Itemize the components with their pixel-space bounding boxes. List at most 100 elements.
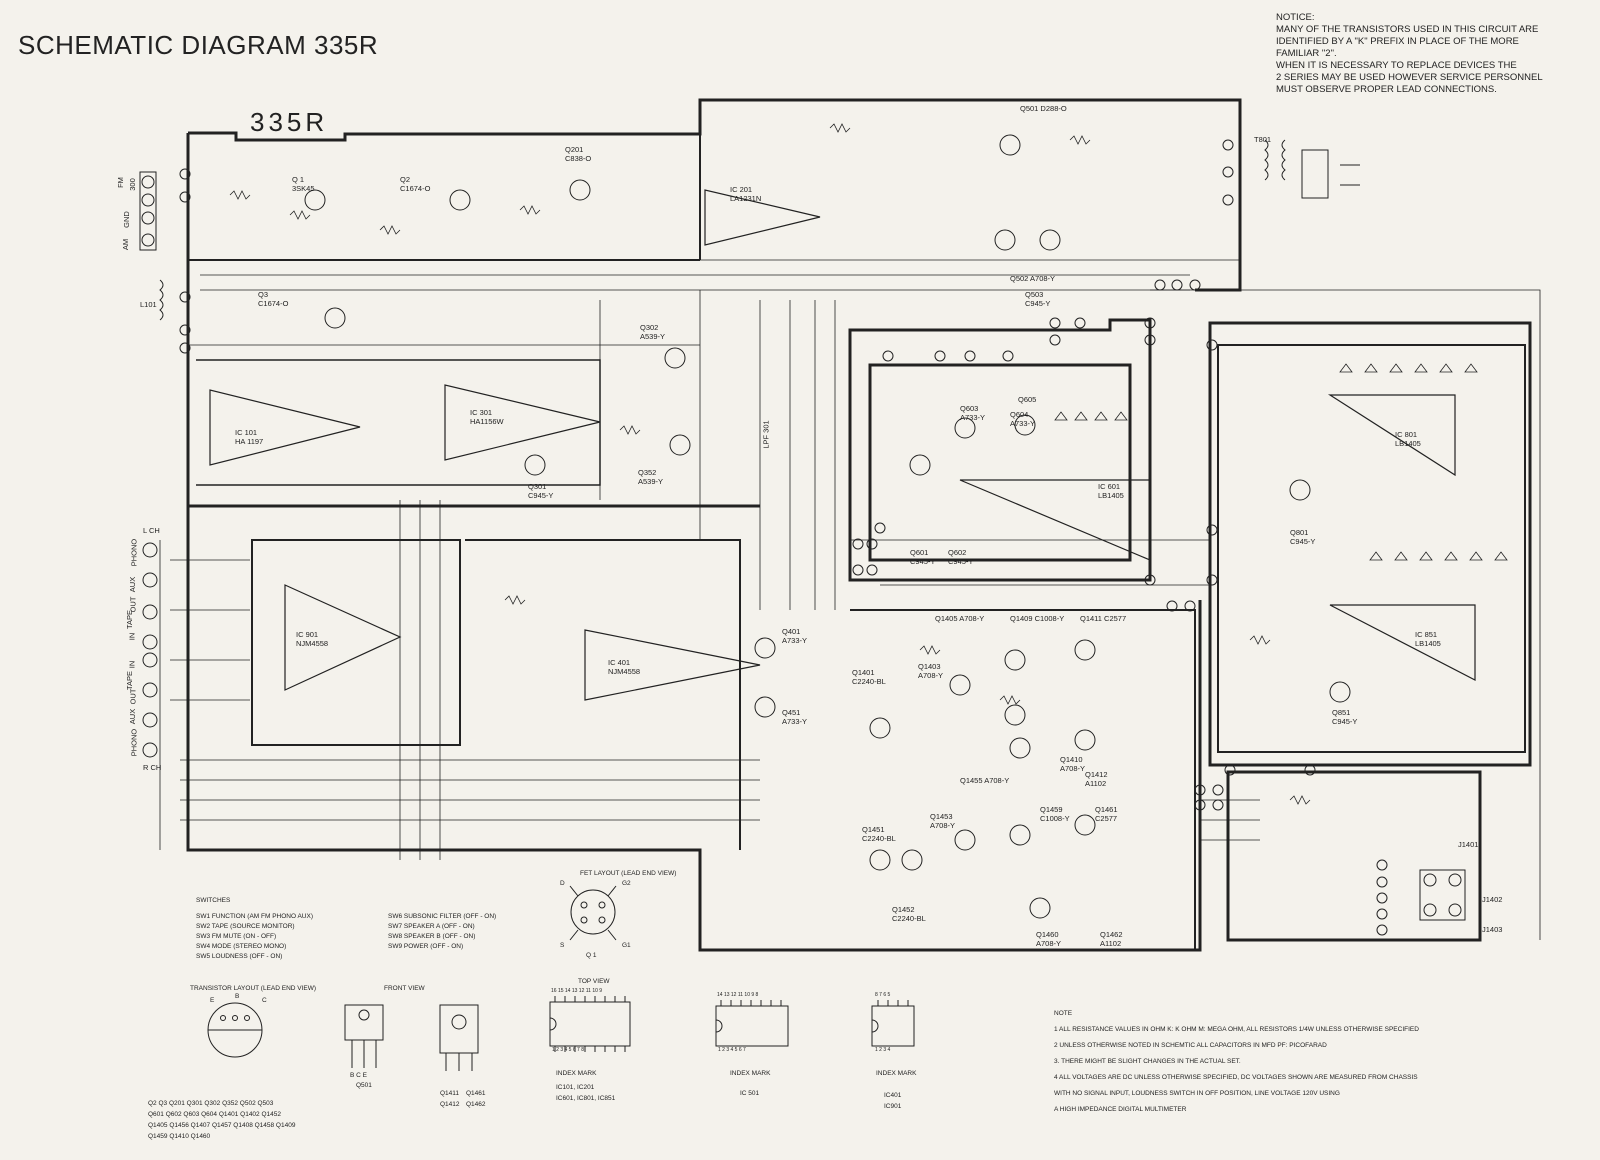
bce-label: B C E <box>350 1072 367 1079</box>
power-amp-frame <box>850 609 1196 950</box>
in-label-r: IN <box>127 660 137 669</box>
switch-item: SW6 SUBSONIC FILTER (OFF - ON) <box>388 913 497 920</box>
q1409-label: Q1409 C1008-Y <box>1010 614 1065 623</box>
switch-item: SW2 TAPE (SOURCE MONITOR) <box>196 923 295 930</box>
transistor-list-line: Q601 Q602 Q603 Q604 Q1401 Q1402 Q1452 <box>148 1111 281 1118</box>
fet-g2-label: G2 <box>622 880 631 887</box>
tape-label-r: TAPE <box>125 670 135 691</box>
notice-line: IDENTIFIED BY A "K" PREFIX IN PLACE OF T… <box>1276 36 1519 47</box>
preamp-frame <box>251 539 461 746</box>
pin-numbers-8: 1 2 3 4 5 6 7 8 <box>552 1047 584 1053</box>
switch-item: SW8 SPEAKER B (OFF - ON) <box>388 933 476 940</box>
notice-line: 2 SERIES MAY BE USED HOWEVER SERVICE PER… <box>1276 72 1543 83</box>
transistor-list-line: Q1459 Q1410 Q1460 <box>148 1133 211 1140</box>
pin-numbers-16: 16 15 14 13 12 11 10 9 <box>551 988 603 994</box>
index-mark-label-1: INDEX MARK <box>556 1070 597 1077</box>
aux-label-r: AUX <box>128 708 138 725</box>
note-item: 3. THERE MIGHT BE SLIGHT CHANGES IN THE … <box>1054 1058 1241 1065</box>
transistor-list: Q2 Q3 Q201 Q301 Q302 Q352 Q502 Q503 Q601… <box>148 1098 295 1142</box>
q501-layout-label: Q501 <box>356 1082 372 1089</box>
transistor-list-line: Q1405 Q1456 Q1407 Q1457 Q1408 Q1458 Q140… <box>148 1122 296 1129</box>
note-item: 1 ALL RESISTANCE VALUES IN OHM K: K OHM … <box>1054 1026 1419 1033</box>
switches-legend: SWITCHES SW1 FUNCTION (AM FM PHONO AUX) … <box>196 896 496 960</box>
switch-item: SW3 FM MUTE (ON - OFF) <box>196 933 277 940</box>
switch-item: SW4 MODE (STEREO MONO) <box>196 943 287 950</box>
j1401-label: J1401 <box>1458 840 1479 849</box>
fet-layout-title: FET LAYOUT (LEAD END VIEW) <box>580 870 677 877</box>
notice-line: WHEN IT IS NECESSARY TO REPLACE DEVICES … <box>1276 60 1517 71</box>
out-label-r: OUT <box>128 688 138 705</box>
transistor-list-line: Q2 Q3 Q201 Q301 Q302 Q352 Q502 Q503 <box>148 1100 274 1107</box>
pin-numbers-14: 14 13 12 11 10 9 8 <box>717 992 759 998</box>
fm-label: FM <box>115 177 125 188</box>
note-item: WITH NO SIGNAL INPUT, LOUDNESS SWITCH IN… <box>1054 1090 1340 1097</box>
top-view-label: TOP VIEW <box>578 978 610 985</box>
ic901-triangle <box>284 584 402 691</box>
notes-block: NOTE 1 ALL RESISTANCE VALUES IN OHM K: K… <box>1054 1006 1419 1118</box>
fet-q1-label: Q 1 <box>586 952 597 959</box>
pin-numbers-4: 1 2 3 4 <box>875 1047 891 1053</box>
ic851-triangle <box>1329 604 1476 681</box>
switches-header: SWITCHES <box>196 897 231 904</box>
rch-label: R CH <box>143 763 162 772</box>
ic801-triangle <box>1327 394 1456 477</box>
note-item: 2 UNLESS OTHERWISE NOTED IN SCHEMTIC ALL… <box>1054 1042 1327 1049</box>
q502-label: Q502 A708-Y <box>1010 274 1056 283</box>
j1402-label: J1402 <box>1482 895 1503 904</box>
right-panel-inner <box>1217 344 1526 753</box>
notice-line: MUST OBSERVE PROPER LEAD CONNECTIONS. <box>1276 84 1497 95</box>
fet-g1-label: G1 <box>622 942 631 949</box>
notice-line: NOTICE: <box>1276 12 1315 23</box>
index-mark-label-3: INDEX MARK <box>876 1070 917 1077</box>
ic401-triangle <box>584 629 761 701</box>
fet-circle <box>570 889 616 935</box>
note-item: 4 ALL VOLTAGES ARE DC UNLESS OTHERWISE S… <box>1054 1074 1418 1081</box>
ic201-triangle <box>704 189 821 246</box>
fet-d-label: D <box>560 880 565 887</box>
speaker-frame <box>1226 770 1482 942</box>
switch-item: SW7 SPEAKER A (OFF - ON) <box>388 923 475 930</box>
ic601-triangle <box>959 479 1151 561</box>
q1405-label: Q1405 A708-Y <box>935 614 985 623</box>
model-label: 335R <box>250 107 329 137</box>
lpf301-label: LPF 301 <box>761 420 771 449</box>
note-item: A HIGH IMPEDANCE DIGITAL MULTIMETER <box>1054 1106 1187 1113</box>
pin-numbers-8-top: 8 7 6 5 <box>875 992 891 998</box>
tuner-frame <box>186 133 760 508</box>
lch-label: L CH <box>143 526 160 535</box>
ic-block-frame <box>196 359 601 486</box>
notice-line: MANY OF THE TRANSISTORS USED IN THIS CIR… <box>1276 24 1539 35</box>
pin-e-label: E <box>210 997 215 1004</box>
phono-label-l: PHONO <box>129 538 139 567</box>
t801-label: T801 <box>1254 135 1272 144</box>
tone-frame <box>465 539 741 850</box>
